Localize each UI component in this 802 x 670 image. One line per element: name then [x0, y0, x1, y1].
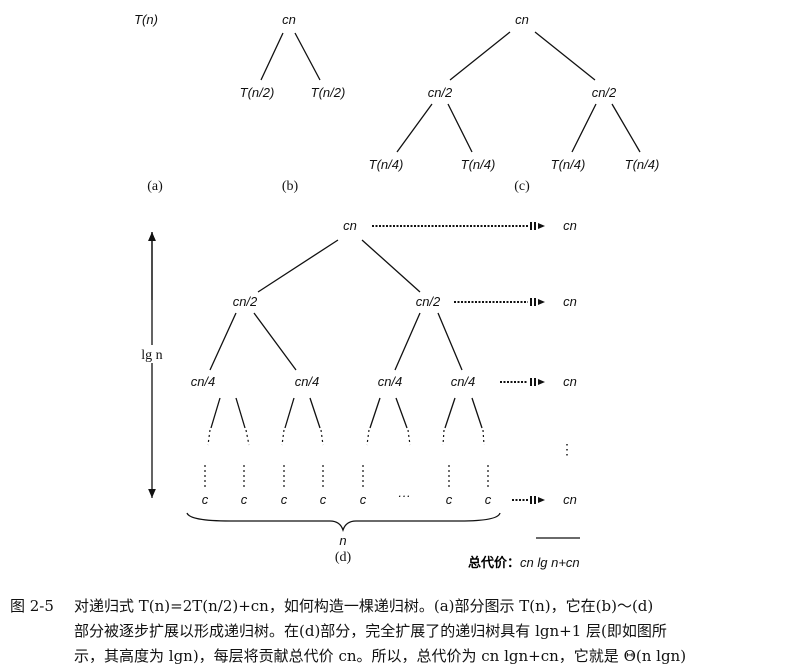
total-label: 总代价：	[468, 555, 520, 571]
level-cost: cn	[563, 218, 577, 233]
height-label: lg n	[141, 348, 162, 363]
node-root: cn	[515, 12, 529, 27]
node-level2: cn/4	[451, 374, 476, 389]
label-b: (b)	[282, 179, 299, 194]
edges	[257, 239, 421, 293]
leaf: c	[485, 492, 492, 507]
edges-dashed	[207, 429, 485, 446]
level-cost: cn	[563, 374, 577, 389]
edges	[260, 32, 321, 81]
label-a: (a)	[147, 179, 163, 194]
recursion-tree-diagram: T(n) (a) cn T(n/2) T(n/2) (b) cn cn/2 cn…	[134, 12, 660, 571]
part-a: T(n) (a)	[134, 12, 163, 194]
caption-text: 对递归式 T(n)=2T(n/2)+cn，如何构造一棵递归树。(a)部分图示 T…	[74, 597, 654, 615]
part-b: cn T(n/2) T(n/2) (b)	[240, 12, 346, 194]
node-level2: cn/4	[191, 374, 216, 389]
leaf-dashed-edges	[204, 465, 489, 487]
leaf-ellipsis: ···	[398, 488, 411, 503]
label-d: (d)	[335, 550, 352, 565]
leaf: c	[320, 492, 327, 507]
node-level2: cn/4	[378, 374, 403, 389]
leaf: c	[446, 492, 453, 507]
part-c: cn cn/2 cn/2 T(n/4) T(n/4) T(n/4) T(n/4)…	[369, 12, 660, 194]
level-cost: cn	[563, 492, 577, 507]
node-root: cn	[343, 218, 357, 233]
node-child: T(n/2)	[311, 85, 346, 100]
edges	[396, 103, 641, 153]
edges	[209, 312, 463, 371]
figure-number: 图 2-5	[10, 597, 54, 615]
caption-line-2: 部分被逐步扩展以形成递归树。在(d)部分，完全扩展了的递归树具有 lgn+1 层…	[74, 622, 667, 640]
node-root: cn	[282, 12, 296, 27]
vertical-ellipsis: ⋮	[560, 443, 574, 458]
node-level2: T(n/4)	[625, 157, 660, 172]
label-c: (c)	[514, 179, 530, 194]
leaf-count: n	[339, 533, 346, 548]
node-level2: T(n/4)	[369, 157, 404, 172]
leaf: c	[241, 492, 248, 507]
node-level1: cn/2	[233, 294, 258, 309]
node-t-n: T(n)	[134, 12, 158, 27]
leaf-brace	[186, 512, 501, 533]
node-level2: T(n/4)	[551, 157, 586, 172]
leaf: c	[281, 492, 288, 507]
level-cost: cn	[563, 294, 577, 309]
part-d: lg n cn cn/2 cn/2 cn/4 cn/4 cn/4 cn/4 c …	[134, 218, 580, 571]
node-level1: cn/2	[428, 85, 453, 100]
total-value: cn lg n+cn	[520, 555, 580, 570]
node-level2: T(n/4)	[461, 157, 496, 172]
edges	[449, 31, 596, 81]
node-level1: cn/2	[592, 85, 617, 100]
leaf: c	[202, 492, 209, 507]
node-level1: cn/2	[416, 294, 441, 309]
total-cost: 总代价：cn lg n+cn	[468, 555, 580, 571]
caption-line-3: 示，其高度为 lgn)，每层将贡献总代价 cn。所以，总代价为 cn lgn+c…	[74, 647, 687, 665]
node-child: T(n/2)	[240, 85, 275, 100]
edges	[210, 397, 483, 429]
caption-line-1: 图 2-5 对递归式 T(n)=2T(n/2)+cn，如何构造一棵递归树。(a)部…	[10, 595, 653, 616]
leaf: c	[360, 492, 367, 507]
node-level2: cn/4	[295, 374, 320, 389]
arrow-heads	[530, 222, 545, 504]
